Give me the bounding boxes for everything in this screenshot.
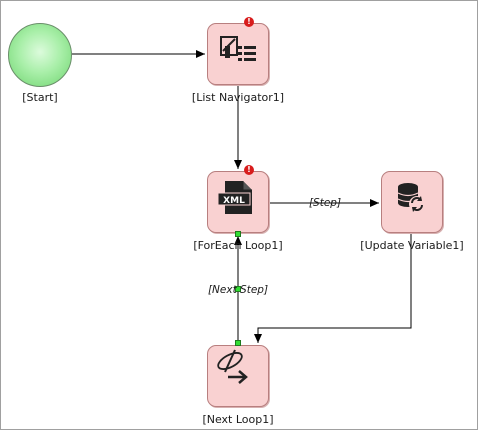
loop-next-arrow-icon: [217, 349, 248, 384]
edge-label-step: [Step]: [308, 197, 342, 209]
edge-label-next-step: [Next Step]: [207, 284, 269, 296]
list-navigator-node[interactable]: [207, 23, 269, 85]
foreach-loop-node[interactable]: XML: [207, 171, 269, 233]
next-loop-label: [Next Loop1]: [202, 413, 274, 426]
start-label: [Start]: [22, 91, 58, 104]
database-refresh-icon: [397, 183, 425, 212]
next-step-connector-handle[interactable]: [235, 286, 241, 292]
list-navigator-label: [List Navigator1]: [191, 91, 285, 104]
edge-update-variable-to-next-loop[interactable]: [254, 234, 412, 343]
next-loop-top-port[interactable]: [235, 340, 241, 346]
foreach-loop-warning-badge: !: [244, 165, 254, 175]
list-navigator-warning-badge: !: [244, 17, 254, 27]
next-loop-node[interactable]: [207, 345, 269, 407]
foreach-loop-bottom-port[interactable]: [235, 231, 241, 237]
xml-file-icon: XML: [217, 181, 252, 214]
svg-text:XML: XML: [223, 196, 245, 206]
start-node[interactable]: [8, 23, 72, 87]
list-navigator-icon: [220, 36, 256, 61]
foreach-loop-label: [ForEach Loop1]: [193, 239, 283, 252]
update-variable-label: [Update Variable1]: [360, 239, 464, 252]
update-variable-node[interactable]: [381, 171, 443, 233]
